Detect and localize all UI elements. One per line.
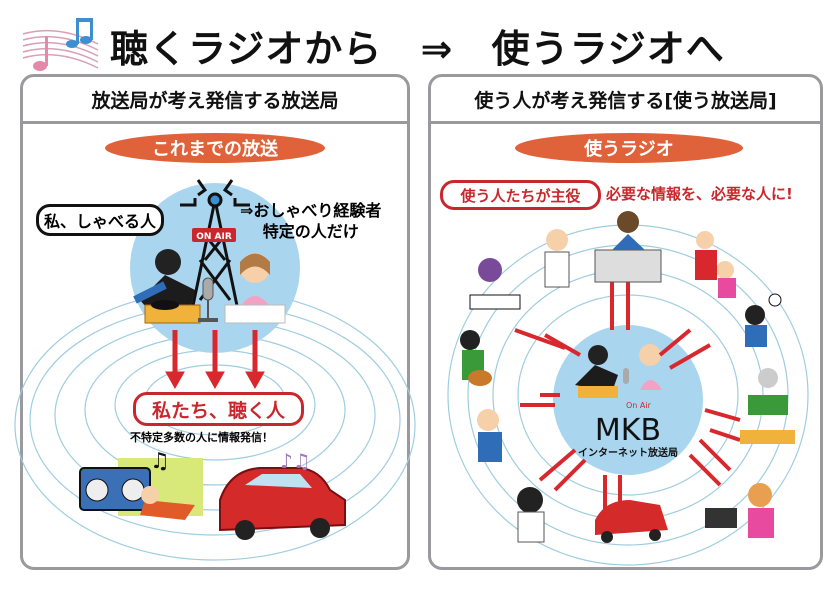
guitarist-figure	[460, 330, 492, 386]
on-air-label: On Air	[626, 401, 652, 410]
mkb-logo: MKB	[595, 413, 661, 448]
microphone-icon	[198, 277, 218, 322]
title-arrow: ⇒	[420, 27, 454, 71]
student-figure	[517, 487, 545, 543]
down-arrows	[165, 330, 265, 390]
doctor-figure	[544, 229, 570, 288]
on-air-sign	[192, 228, 236, 242]
on-air-label: ON AIR	[196, 232, 232, 242]
woman-radio-figure	[705, 483, 774, 538]
title-from: 聴くラジオから	[110, 27, 383, 71]
right-pill-usable-radio: 使うラジオ	[515, 133, 743, 163]
studio-figures	[575, 344, 662, 398]
announcer-figure	[224, 253, 286, 324]
elderly-figure	[740, 368, 795, 444]
svg-text:♫: ♫	[150, 449, 170, 474]
family-figure	[695, 231, 736, 298]
pianist-figure	[469, 258, 521, 310]
two-way-arrows	[514, 275, 741, 510]
speaker-note-line2: 特定の人だけ	[262, 222, 359, 241]
phone-man-figure	[477, 409, 502, 462]
left-pill-conventional-broadcast: これまでの放送	[105, 133, 325, 163]
mkb-logo-subtitle: インターネット放送局	[578, 446, 678, 459]
page-title: 聴くラジオから ⇒ 使うラジオへ	[110, 18, 725, 73]
station-circle	[553, 325, 703, 475]
users-label: 使う人たちが主役	[440, 180, 601, 210]
speaker-label: 私、しゃべる人	[36, 204, 164, 236]
title-to: 使うラジオへ	[491, 27, 725, 71]
broadcast-tower-icon	[180, 179, 250, 321]
presenter-figure	[594, 211, 662, 283]
slogan: 必要な情報を、必要な人に!	[606, 185, 793, 203]
svg-text:♪♫: ♪♫	[280, 449, 311, 473]
radio-cassette-illustration: ♫	[79, 449, 203, 520]
car-figure	[595, 500, 668, 543]
listener-note: 不特定多数の人に情報発信！	[130, 431, 273, 444]
music-notes-icon	[22, 18, 99, 71]
left-panel-header: 放送局が考え発信する放送局	[23, 77, 407, 124]
speaker-note-line1: ⇒おしゃべり経験者	[240, 201, 382, 220]
speaker-note: ⇒おしゃべり経験者 特定の人だけ	[240, 200, 381, 242]
car-illustration: ♪♫	[219, 449, 346, 540]
soccer-kid-figure	[745, 293, 782, 347]
dj-figure	[133, 249, 201, 324]
listener-label: 私たち、聴く人	[133, 392, 304, 426]
right-panel-header: 使う人が考え発信する[使う放送局]	[431, 77, 820, 124]
people-around	[460, 211, 795, 543]
